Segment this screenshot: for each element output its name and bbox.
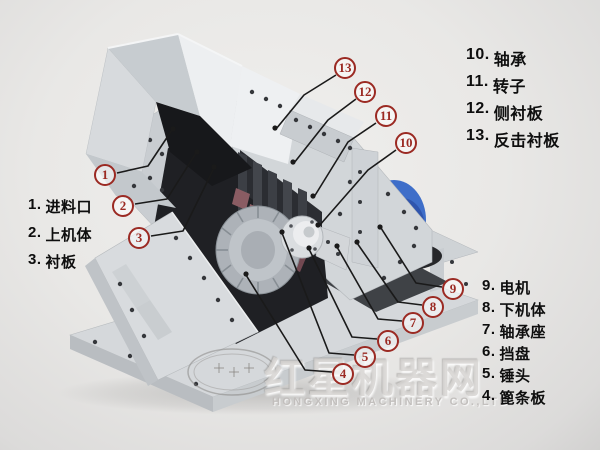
part-label-2: 2上机体 [28,224,92,245]
callout-5: 5 [354,346,376,368]
callout-12: 12 [354,81,376,103]
part-label-8: 8下机体 [482,299,546,320]
callout-10: 10 [395,132,417,154]
callout-3: 3 [128,227,150,249]
part-label-12: 12侧衬板 [466,100,543,124]
watermark-english-text: HONGXING MACHINERY CO.,LTD [272,396,510,408]
callout-6: 6 [377,330,399,352]
top-cover [249,89,364,163]
callout-7: 7 [402,312,424,334]
part-label-10: 10轴承 [466,46,527,70]
callout-13: 13 [334,57,356,79]
part-label-3: 3衬板 [28,251,77,272]
part-label-4: 4篦条板 [482,387,546,408]
callout-1: 1 [94,164,116,186]
part-label-13: 13反击衬板 [466,127,560,151]
callout-8: 8 [422,296,444,318]
feed-hopper [85,33,300,208]
bearing-hub [280,215,351,271]
part-label-6: 6挡盘 [482,343,531,364]
callout-11: 11 [375,105,397,127]
callout-4: 4 [332,363,354,385]
rotor-disc [215,205,301,295]
callout-9: 9 [442,278,464,300]
part-label-1: 1进料口 [28,196,92,217]
part-label-9: 9电机 [482,277,531,298]
part-label-11: 11转子 [466,73,526,97]
motor-column [351,147,379,269]
part-label-7: 7轴承座 [482,321,546,342]
callout-2: 2 [112,195,134,217]
lower-front-panel [85,211,259,386]
part-label-5: 5锤头 [482,365,531,386]
